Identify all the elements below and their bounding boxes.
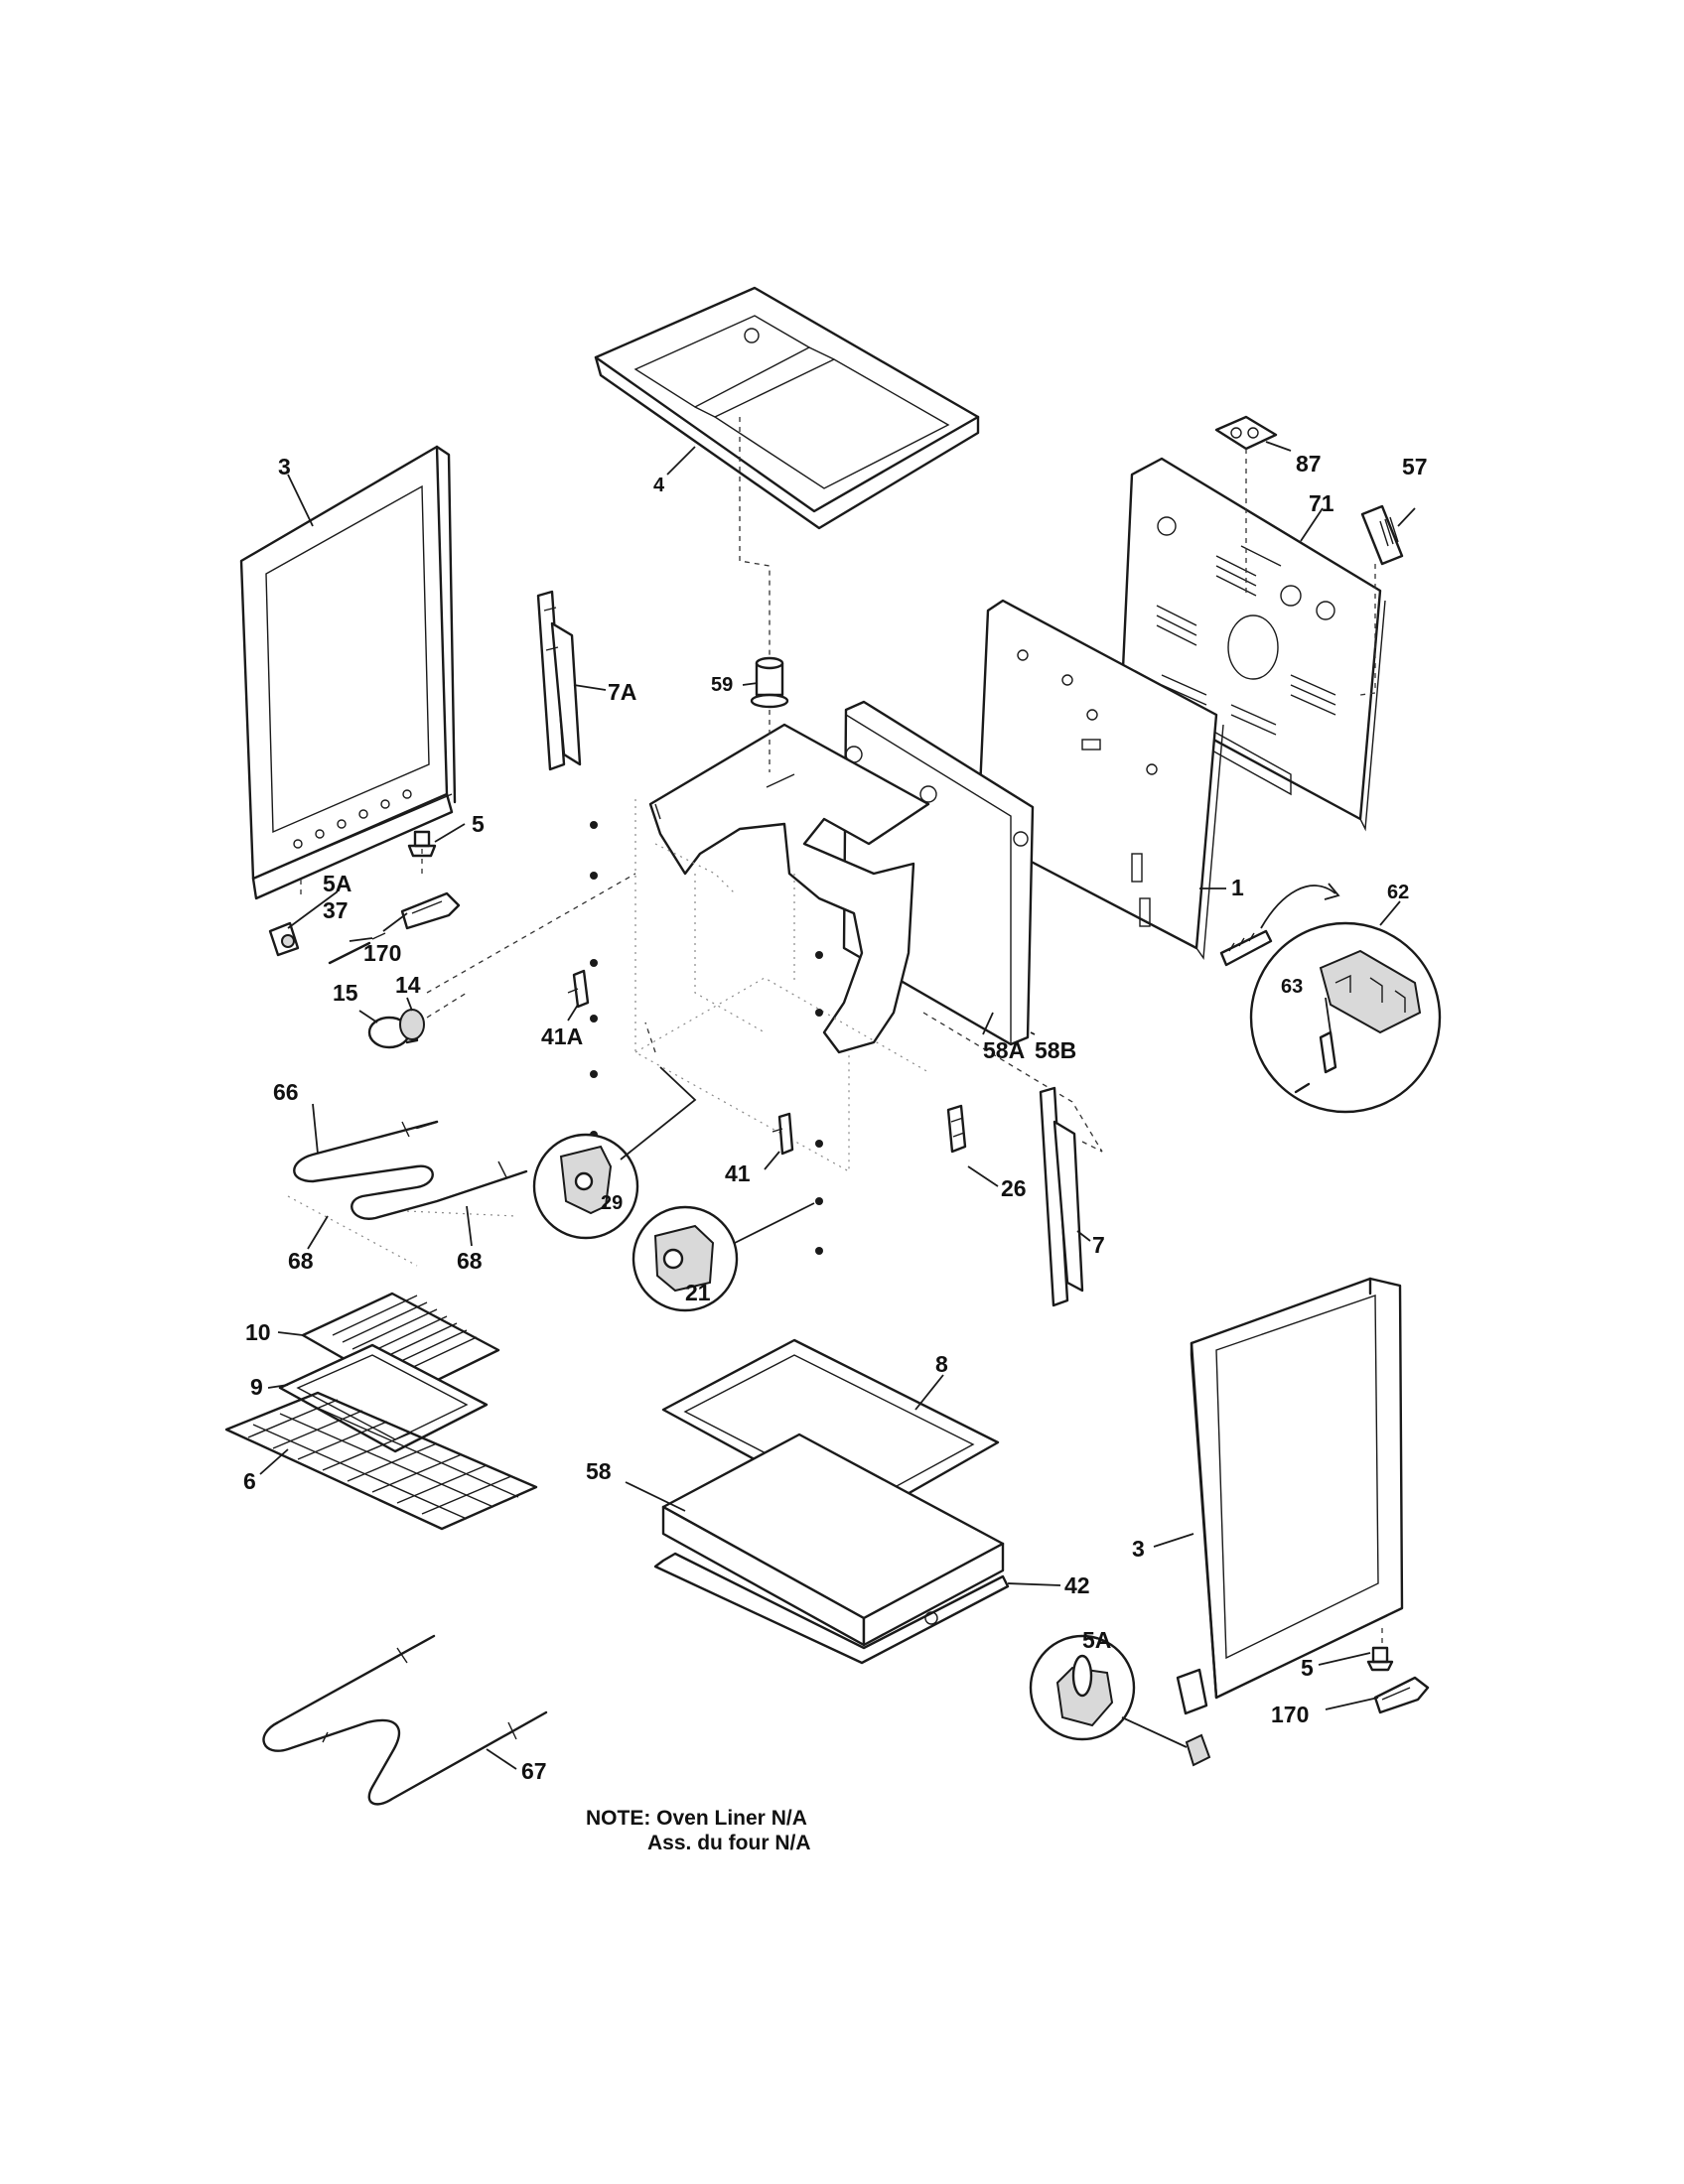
callout-10: 10 (245, 1319, 271, 1345)
part-7A-rail (536, 590, 582, 771)
part-14-light-socket (399, 992, 468, 1040)
callout-170-right: 170 (1271, 1702, 1309, 1727)
callout-170-left: 170 (363, 940, 401, 966)
callout-41A: 41A (541, 1024, 583, 1049)
callout-71: 71 (1309, 490, 1334, 516)
part-170-right-hinge-clip (1373, 1676, 1430, 1714)
callout-63: 63 (1281, 976, 1303, 998)
part-3-left-side-panel (239, 445, 457, 900)
part-59-plug (739, 417, 789, 772)
callout-1: 1 (1231, 875, 1244, 900)
part-71-back-panel (1120, 457, 1386, 832)
part-21-inset (632, 1202, 815, 1312)
part-9-broil-pan (278, 1343, 489, 1453)
part-5-left-screw (407, 830, 437, 858)
callout-6: 6 (243, 1468, 256, 1494)
part-37-hinge-spring (328, 932, 386, 965)
callout-67: 67 (521, 1758, 547, 1784)
part-5A-right-inset (1029, 1634, 1211, 1767)
callout-5A-left: 5A (323, 871, 351, 896)
part-41A-bracket (567, 969, 590, 1009)
callout-62: 62 (1387, 882, 1409, 903)
callout-14: 14 (395, 972, 421, 998)
oven-cavity-outline (426, 799, 1103, 1173)
callout-68-right: 68 (457, 1248, 483, 1274)
part-58-bottom-insulation (661, 1433, 1005, 1647)
callout-3-left: 3 (278, 454, 291, 479)
part-26-rail-clip (946, 1104, 967, 1154)
part-170-left-hinge-clip (400, 891, 461, 930)
part-66-broil-element (287, 1120, 528, 1267)
part-58A-insulation-top (648, 723, 930, 1054)
part-4-top-panel (594, 286, 980, 530)
callout-68-left: 68 (288, 1248, 314, 1274)
callout-29: 29 (601, 1192, 623, 1214)
callout-57: 57 (1402, 454, 1428, 479)
note-line-1: NOTE: Oven Liner N/A (586, 1807, 807, 1830)
callout-58A: 58A (983, 1037, 1025, 1063)
callout-41: 41 (725, 1160, 751, 1186)
part-5-right-screw (1366, 1646, 1394, 1672)
callout-37: 37 (323, 897, 349, 923)
callout-42: 42 (1064, 1572, 1090, 1598)
part-3-right-side-panel (1176, 1277, 1404, 1715)
callout-26: 26 (1001, 1175, 1027, 1201)
callout-15: 15 (333, 980, 358, 1006)
part-87-gasket (1214, 415, 1278, 596)
note-line-2: Ass. du four N/A (647, 1832, 811, 1854)
part-6-oven-rack (224, 1391, 538, 1531)
part-62-terminal-block (1219, 883, 1442, 1114)
part-42-bottom-tray (653, 1552, 1010, 1665)
part-41-bracket (772, 1112, 794, 1156)
callout-9: 9 (250, 1374, 263, 1400)
part-5A-left-hinge-bracket (268, 921, 300, 957)
leader-lines (259, 441, 1416, 1770)
callout-4: 4 (653, 475, 665, 496)
callout-7A: 7A (608, 679, 636, 705)
callout-5-right: 5 (1301, 1655, 1314, 1681)
part-29-inset (532, 1066, 697, 1240)
part-57-vent-cover (1359, 504, 1404, 696)
part-7-rail (1039, 1086, 1103, 1307)
callout-66: 66 (273, 1079, 299, 1105)
callout-59: 59 (711, 674, 733, 696)
callout-58: 58 (586, 1458, 612, 1484)
part-67-bake-element (262, 1634, 548, 1806)
callout-21: 21 (685, 1280, 711, 1305)
callout-87: 87 (1296, 451, 1322, 477)
callout-5A-right: 5A (1082, 1627, 1111, 1653)
callout-5-left: 5 (472, 811, 485, 837)
callout-3-right: 3 (1132, 1536, 1145, 1562)
callout-labels: 3 4 87 57 71 7A 59 5 5A 37 170 15 14 1 6… (243, 451, 1428, 1784)
callout-58B: 58B (1035, 1037, 1076, 1063)
callout-8: 8 (935, 1351, 948, 1377)
callout-7: 7 (1092, 1232, 1105, 1258)
